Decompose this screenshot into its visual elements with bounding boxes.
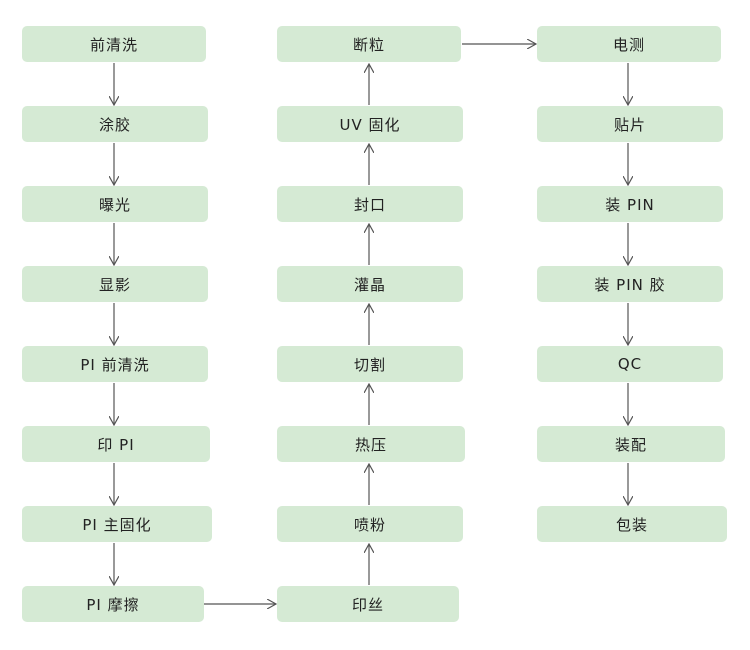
step-box: 装配	[537, 426, 725, 462]
step-box: 切割	[277, 346, 463, 382]
step-box: QC	[537, 346, 723, 382]
step-box: 电测	[537, 26, 721, 62]
step-box: 印丝	[277, 586, 459, 622]
step-box: 包装	[537, 506, 727, 542]
step-box: PI 摩擦	[22, 586, 204, 622]
step-box: 装 PIN	[537, 186, 723, 222]
step-box: 喷粉	[277, 506, 463, 542]
step-box: 装 PIN 胶	[537, 266, 723, 302]
step-box: 灌晶	[277, 266, 463, 302]
step-box: 热压	[277, 426, 465, 462]
step-box: 印 PI	[22, 426, 210, 462]
step-box: 前清洗	[22, 26, 206, 62]
step-box: UV 固化	[277, 106, 463, 142]
step-box: 封口	[277, 186, 463, 222]
step-box: 涂胶	[22, 106, 208, 142]
step-box: PI 前清洗	[22, 346, 208, 382]
step-box: PI 主固化	[22, 506, 212, 542]
step-box: 断粒	[277, 26, 461, 62]
step-box: 贴片	[537, 106, 723, 142]
step-box: 曝光	[22, 186, 208, 222]
step-box: 显影	[22, 266, 208, 302]
